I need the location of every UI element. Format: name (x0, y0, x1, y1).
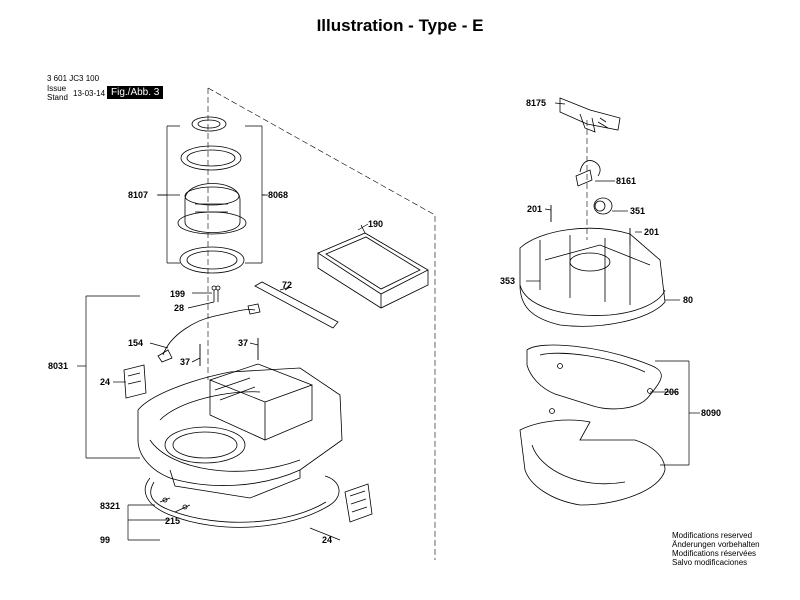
clip-part-left (123, 364, 147, 399)
part-label-8031: 8031 (48, 361, 68, 371)
part-label-353: 353 (500, 276, 515, 286)
part-label-99: 99 (100, 535, 110, 545)
part-label-201-left: 201 (527, 204, 542, 214)
power-cable (162, 309, 256, 356)
part-label-8175: 8175 (526, 98, 546, 108)
part-label-37-left: 37 (180, 357, 190, 367)
cap-351 (593, 197, 613, 215)
stand-label: Stand (47, 93, 68, 102)
doc-number: 3 601 JC3 100 (47, 74, 100, 83)
figure-label: Fig./Abb. 3 (107, 86, 164, 99)
part-label-199: 199 (170, 289, 185, 299)
upper-housing (519, 227, 666, 327)
part-label-28: 28 (174, 303, 184, 313)
gasket-ring (180, 145, 242, 171)
motor-base-ring (177, 211, 247, 235)
part-label-351: 351 (630, 206, 645, 216)
part-label-8321: 8321 (100, 501, 120, 511)
seal-ring-top (191, 116, 227, 132)
motor-body (184, 183, 241, 233)
part-label-24-left: 24 (100, 377, 110, 387)
part-label-8068: 8068 (268, 190, 288, 200)
page-title: Illustration - Type - E (316, 16, 484, 35)
assembly-axis-diagonal (207, 87, 436, 560)
lower-housing (137, 367, 343, 486)
circuit-board (559, 97, 621, 131)
part-label-72: 72 (282, 280, 292, 290)
part-label-24-right: 24 (322, 535, 332, 545)
bumper-shell (519, 419, 666, 506)
issue-label: Issue (47, 84, 67, 93)
connector-ring (526, 344, 662, 410)
part-label-80: 80 (683, 295, 693, 305)
modifications-en: Modifications reserved (672, 531, 753, 540)
clip-part-right (344, 483, 373, 523)
part-label-154: 154 (128, 338, 143, 348)
issue-block: Issue Stand (47, 84, 68, 102)
modifications-fr: Modifications réservées (672, 549, 757, 558)
modifications-notice: Modifications reserved Änderungen vorbeh… (672, 531, 760, 567)
part-label-206: 206 (664, 387, 679, 397)
modifications-es: Salvo modificaciones (672, 558, 748, 567)
part-label-215: 215 (165, 516, 180, 526)
part-label-8161: 8161 (616, 176, 636, 186)
filter-cartridge (317, 232, 429, 295)
modifications-de: Änderungen vorbehalten (672, 540, 760, 549)
strip-part (254, 281, 339, 329)
bottom-gasket (144, 475, 340, 528)
issue-date: 13-03-14 (73, 89, 106, 98)
part-label-190: 190 (368, 219, 383, 229)
part-label-8090: 8090 (701, 408, 721, 418)
part-label-8107: 8107 (128, 190, 148, 200)
seal-ring-bottom (179, 246, 245, 274)
part-label-201-right: 201 (644, 227, 659, 237)
switch-part (579, 160, 601, 177)
part-label-37-right: 37 (238, 338, 248, 348)
